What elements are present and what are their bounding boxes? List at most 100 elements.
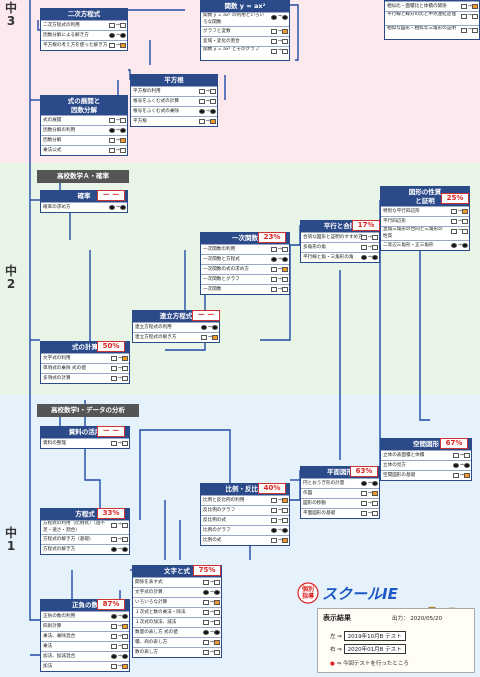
topic-label: 一次関数の利用 [203,247,236,252]
topic-label: 二次方程式の利用 [43,23,80,28]
topic-label: 数量の表し方 式の値 [135,630,178,635]
current-result-mark [282,508,288,513]
legend-box: 表示結果 出力： 2020/05/20 左 ⇒ 2019年10月B テスト 右 … [317,608,475,673]
topic-row: 乗法⇒ [41,641,129,651]
topic-row: 確率の求め方⇒ [41,202,127,212]
unit-card-heiho: 平方根平方根の利用⇒根号をふくむ式の計算⇒根号をふくむ式の乗除⇒平方根⇒ [130,74,218,127]
topic-row: 変域・変化の割合⇒ [201,36,289,46]
arrow-icon: ⇒ [367,480,372,486]
current-result-mark [372,235,378,240]
topic-row: 立体の表面積と体積⇒ [381,450,471,460]
percent-badge-zukei: 25% [441,193,469,204]
topic-row: 相似な図形・相似な三角形の証明⇒ [385,25,479,39]
current-result-mark [214,600,220,605]
current-result-mark [120,205,126,210]
unit-title: 正負の数 [41,600,129,611]
topic-row: 方程式の利用（比例式）（過不足・速さ・割合）⇒ [41,520,129,534]
previous-result-mark [461,14,467,19]
arrow-icon: ⇒ [367,234,372,240]
current-result-mark [120,33,126,38]
topic-row: 関係を表す式⇒ [133,577,221,587]
current-result-mark [122,376,128,381]
previous-result-mark [201,325,207,330]
previous-result-mark [361,491,367,496]
arrow-icon: ⇒ [467,3,472,9]
unit-card-jijo: 二次方程式二次方程式の利用⇒因数分解による解き方⇒平方根の考え方を使った解き方⇒ [40,8,128,51]
topic-label: 平方根の考え方を使った解き方 [43,43,108,48]
previous-result-mark [111,441,117,446]
arrow-icon: ⇒ [207,324,212,330]
topic-label: 平行線と角・三角形の角 [303,255,354,260]
topic-row: 平面図形の基礎⇒ [301,508,379,518]
topic-row: 加法⇒ [41,661,129,671]
current-result-mark [372,255,378,260]
tag-data-analysis: 高校数学Ⅰ・データの分析 [37,404,139,417]
previous-result-mark [271,287,277,292]
current-result-mark [282,287,288,292]
unit-card-shiki: 式の計算文字式の利用⇒単項式の乗除 式の値⇒多項式の計算⇒ [40,341,130,384]
current-result-mark [122,614,128,619]
arrow-icon: ⇒ [457,227,462,233]
topic-label: 方程式の利用（比例式）（過不足・速さ・割合） [43,521,106,533]
topic-label: 資料の整理 [43,441,66,446]
topic-label: 円とおうぎ形の計量 [303,481,345,486]
unit-title: 連立方程式 [133,311,219,322]
topic-label: 反比例の式 [203,518,226,523]
previous-result-mark [109,43,115,48]
arrow-icon: ⇒ [117,440,122,446]
topic-row: 一次関数の利用⇒ [201,244,289,254]
topic-label: 作図 [303,491,313,496]
arrow-icon: ⇒ [209,609,214,615]
topic-label: 方程式の解き方（基礎） [43,537,94,542]
previous-result-mark [111,523,117,528]
topic-label: 四則計算 [43,624,62,629]
percent-badge-renritsu: ー ー [192,310,220,321]
legend-title: 表示結果 [323,614,351,622]
previous-result-mark [271,29,277,34]
arrow-icon: ⇒ [209,629,214,635]
topic-label: 積、商の表し方 [135,640,168,645]
arrow-icon: ⇒ [367,500,372,506]
topic-row: 連立方程式の解き方⇒ [133,332,219,342]
previous-result-mark [109,33,115,38]
topic-row: 乗法、乗除混合⇒ [41,631,129,641]
previous-result-mark [111,654,117,659]
previous-result-mark [111,366,117,371]
current-result-mark [122,441,128,446]
previous-result-mark [111,547,117,552]
topic-label: 数の表し方 [135,650,158,655]
previous-result-mark [271,257,277,262]
arrow-icon: ⇒ [277,47,282,53]
svg-text:指導: 指導 [302,592,314,600]
arrow-icon: ⇒ [277,28,282,34]
tag-kakuritsu-a: 高校数学Ａ・確率 [37,170,129,183]
topic-row: １次式の加法、減法⇒ [133,617,221,627]
current-result-mark [282,518,288,523]
previous-result-mark [111,664,117,669]
topic-row: 比例の式⇒ [201,535,289,545]
arrow-icon: ⇒ [209,579,214,585]
current-result-mark [122,547,128,552]
previous-result-mark [453,463,459,468]
topic-row: １次式と数の乗法・除法 ⇒ [133,607,221,617]
topic-row: 単項式の乗除 式の値⇒ [41,363,129,373]
arrow-icon: ⇒ [115,137,120,143]
current-result-mark [214,650,220,655]
grade1-label: 中 1 [4,526,17,553]
arrow-icon: ⇒ [205,118,210,124]
previous-result-mark [271,498,277,503]
arrow-icon: ⇒ [209,589,214,595]
previous-result-mark [203,630,209,635]
topic-label: １次式と数の乗法・除法 [135,610,186,615]
topic-row: 平方根の考え方を使った解き方⇒ [41,40,127,50]
topic-label: 単項式の乗除 式の値 [43,366,86,371]
previous-result-mark [361,501,367,506]
unit-title: 資料の活用 [41,427,129,438]
legend-left: 左 ⇒ 2019年10月B テスト [330,631,406,641]
topic-label: 平行線と線分の比と中点連結定理 [387,12,456,17]
topic-row: 一次関数⇒ [201,284,289,294]
current-result-mark [282,29,288,34]
current-result-mark [282,538,288,543]
arrow-icon: ⇒ [367,490,372,496]
arrow-icon: ⇒ [467,12,472,18]
